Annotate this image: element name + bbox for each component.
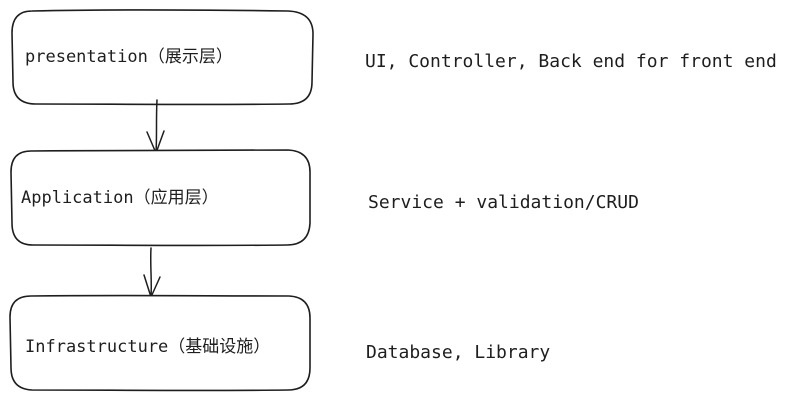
- arrowhead-application-to-infrastructure: [143, 274, 161, 298]
- presentation-layer-box: [11, 9, 314, 106]
- arrow-presentation-to-application: [155, 99, 158, 154]
- application-layer-note: Service + validation/CRUD: [368, 192, 639, 213]
- infrastructure-layer-note: Database, Library: [366, 342, 551, 363]
- presentation-layer-label: presentation（展示层）: [25, 47, 233, 67]
- arrow-application-to-infrastructure: [149, 247, 153, 298]
- infrastructure-layer-box: [9, 294, 311, 392]
- infrastructure-layer-label: Infrastructure（基础设施）: [25, 337, 271, 357]
- application-layer-label: Application（应用层）: [21, 188, 219, 208]
- application-layer-box: [10, 149, 311, 247]
- presentation-layer-note: UI, Controller, Back end for front end: [365, 51, 777, 72]
